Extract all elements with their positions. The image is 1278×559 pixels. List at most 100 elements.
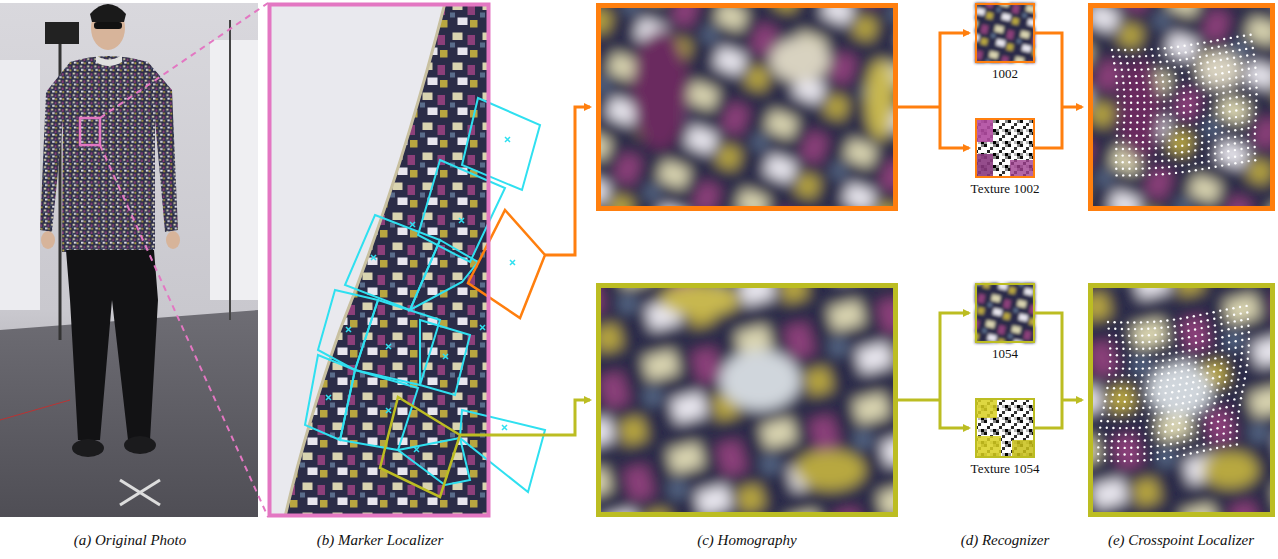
crosspoint-dot — [1130, 453, 1132, 455]
crosspoint-dot — [1143, 88, 1145, 90]
crosspoint-dot — [1176, 99, 1178, 101]
crosspoint-dot — [1186, 316, 1188, 318]
crosspoint-dot — [1157, 438, 1159, 440]
crosspoint-dot — [1123, 108, 1125, 110]
crosspoint-dot — [1162, 133, 1164, 135]
crosspoint-dot — [1135, 348, 1137, 350]
crosspoint-dot — [1216, 93, 1218, 95]
crosspoint-dot — [1104, 440, 1106, 442]
crosspoint-dot — [1230, 380, 1232, 382]
crosspoint-dot — [1183, 441, 1185, 443]
crosspoint-dot — [1226, 58, 1228, 60]
crosspoint-dot — [1122, 154, 1124, 156]
crosspoint-dot — [1210, 40, 1212, 42]
crosspoint-dot — [1201, 327, 1203, 329]
crosspoint-dot — [1171, 430, 1173, 432]
crosspoint-dot — [1158, 425, 1160, 427]
crosspoint-dot — [1202, 115, 1204, 117]
crosspoint-dot — [1125, 434, 1127, 436]
crosspoint-dot — [1134, 381, 1136, 383]
crosspoint-dot — [1188, 137, 1190, 139]
crosspoint-dot — [1241, 135, 1243, 137]
crosspoint-dot — [1219, 310, 1221, 312]
crosspoint-dot — [1166, 60, 1168, 62]
crosspoint-dot — [1135, 148, 1137, 150]
crosspoint-dot — [1108, 327, 1110, 329]
crosspoint-dot — [1168, 146, 1170, 148]
crosspoint-dot — [1220, 59, 1222, 61]
crosspoint-dot — [1161, 412, 1163, 414]
crosspoint-dot — [1130, 115, 1132, 117]
crosspoint-dot — [1195, 123, 1197, 125]
crosspoint-dot — [1221, 151, 1223, 153]
crosspoint-dot — [1168, 333, 1170, 335]
crosspoint-dot — [1137, 446, 1139, 448]
crosspoint-dot — [1181, 151, 1183, 153]
crosspoint-dot — [1228, 335, 1230, 337]
crosspoint-dot — [1174, 73, 1176, 75]
crosspoint-dot — [1133, 62, 1135, 64]
crosspoint-dot — [1240, 148, 1242, 150]
crosspoint-dot — [1134, 414, 1136, 416]
crosspoint-dot — [1247, 134, 1249, 136]
crosspoint-dot — [1175, 365, 1177, 367]
crosspoint-dot — [1227, 328, 1229, 330]
panel-caption: (d) Recognizer — [961, 532, 1050, 549]
crosspoint-dot — [1219, 407, 1221, 409]
crosspoint-dot — [1219, 52, 1221, 54]
crosspoint-dot — [1229, 110, 1231, 112]
crosspoint-dot — [1203, 41, 1205, 43]
crosspoint-dot — [1217, 382, 1219, 384]
patch-image: 1002 — [975, 3, 1035, 63]
crosspoint-dot — [1221, 356, 1223, 358]
crosspoint-dot — [1221, 138, 1223, 140]
crosspoint-dot — [1209, 448, 1211, 450]
crosspoint-dot — [1229, 444, 1231, 446]
crosspoint-dot — [1124, 440, 1126, 442]
crosspoint-dot — [1202, 128, 1204, 130]
crosspoint-dot — [1219, 369, 1221, 371]
crosspoint-dot — [1119, 387, 1121, 389]
crosspoint-dot — [1205, 417, 1207, 419]
crosspoint-dot — [1231, 43, 1233, 45]
crosspoint-dot — [1124, 460, 1126, 462]
crosspoint-dot — [1228, 71, 1230, 73]
crosspoint-dot — [1148, 174, 1150, 176]
crosspoint-dot — [1239, 404, 1241, 406]
crosspoint-dot — [1153, 419, 1155, 421]
crosspoint-dot — [1227, 143, 1229, 145]
crosspoint-dot — [1183, 434, 1185, 436]
crosspoint-dot — [1194, 406, 1196, 408]
crosspoint-dot — [1162, 140, 1164, 142]
crosspoint-dot — [1201, 360, 1203, 362]
crosspoint-dot — [1142, 141, 1144, 143]
crosspoint-dot — [1188, 144, 1190, 146]
crosspoint-dot — [1207, 326, 1209, 328]
crosspoint-dot — [1122, 361, 1124, 363]
crosspoint-dot — [1161, 340, 1163, 342]
crosspoint-dot — [1255, 113, 1257, 115]
crosspoint-dot — [1230, 425, 1232, 427]
crosspoint-dot — [1162, 353, 1164, 355]
crosspoint-dot — [1221, 164, 1223, 166]
crosspoint-dot — [1205, 55, 1207, 57]
crosspoint-dot — [1241, 391, 1243, 393]
crosspoint-dot — [1189, 91, 1191, 93]
crosspoint-dot — [1163, 457, 1165, 459]
crosspoint-dot — [1229, 91, 1231, 93]
crosspoint-dot — [1209, 101, 1211, 103]
crosspoint-dot — [1216, 389, 1218, 391]
crosspoint-dot — [1130, 401, 1132, 403]
crosspoint-dot — [1241, 345, 1243, 347]
crosspoint-dot — [1152, 426, 1154, 428]
crosspoint-dot — [1133, 321, 1135, 323]
crosspoint-dot — [1170, 443, 1172, 445]
crosspoint-dot — [1129, 407, 1131, 409]
crosspoint-dot — [1223, 426, 1225, 428]
crosspoint-dot — [1134, 374, 1136, 376]
crosspoint-dot — [1232, 373, 1234, 375]
crosspoint-dot — [1175, 126, 1177, 128]
crosspoint-dot — [1116, 354, 1118, 356]
crosspoint-dot — [1197, 386, 1199, 388]
crosspoint-dot — [1182, 402, 1184, 404]
